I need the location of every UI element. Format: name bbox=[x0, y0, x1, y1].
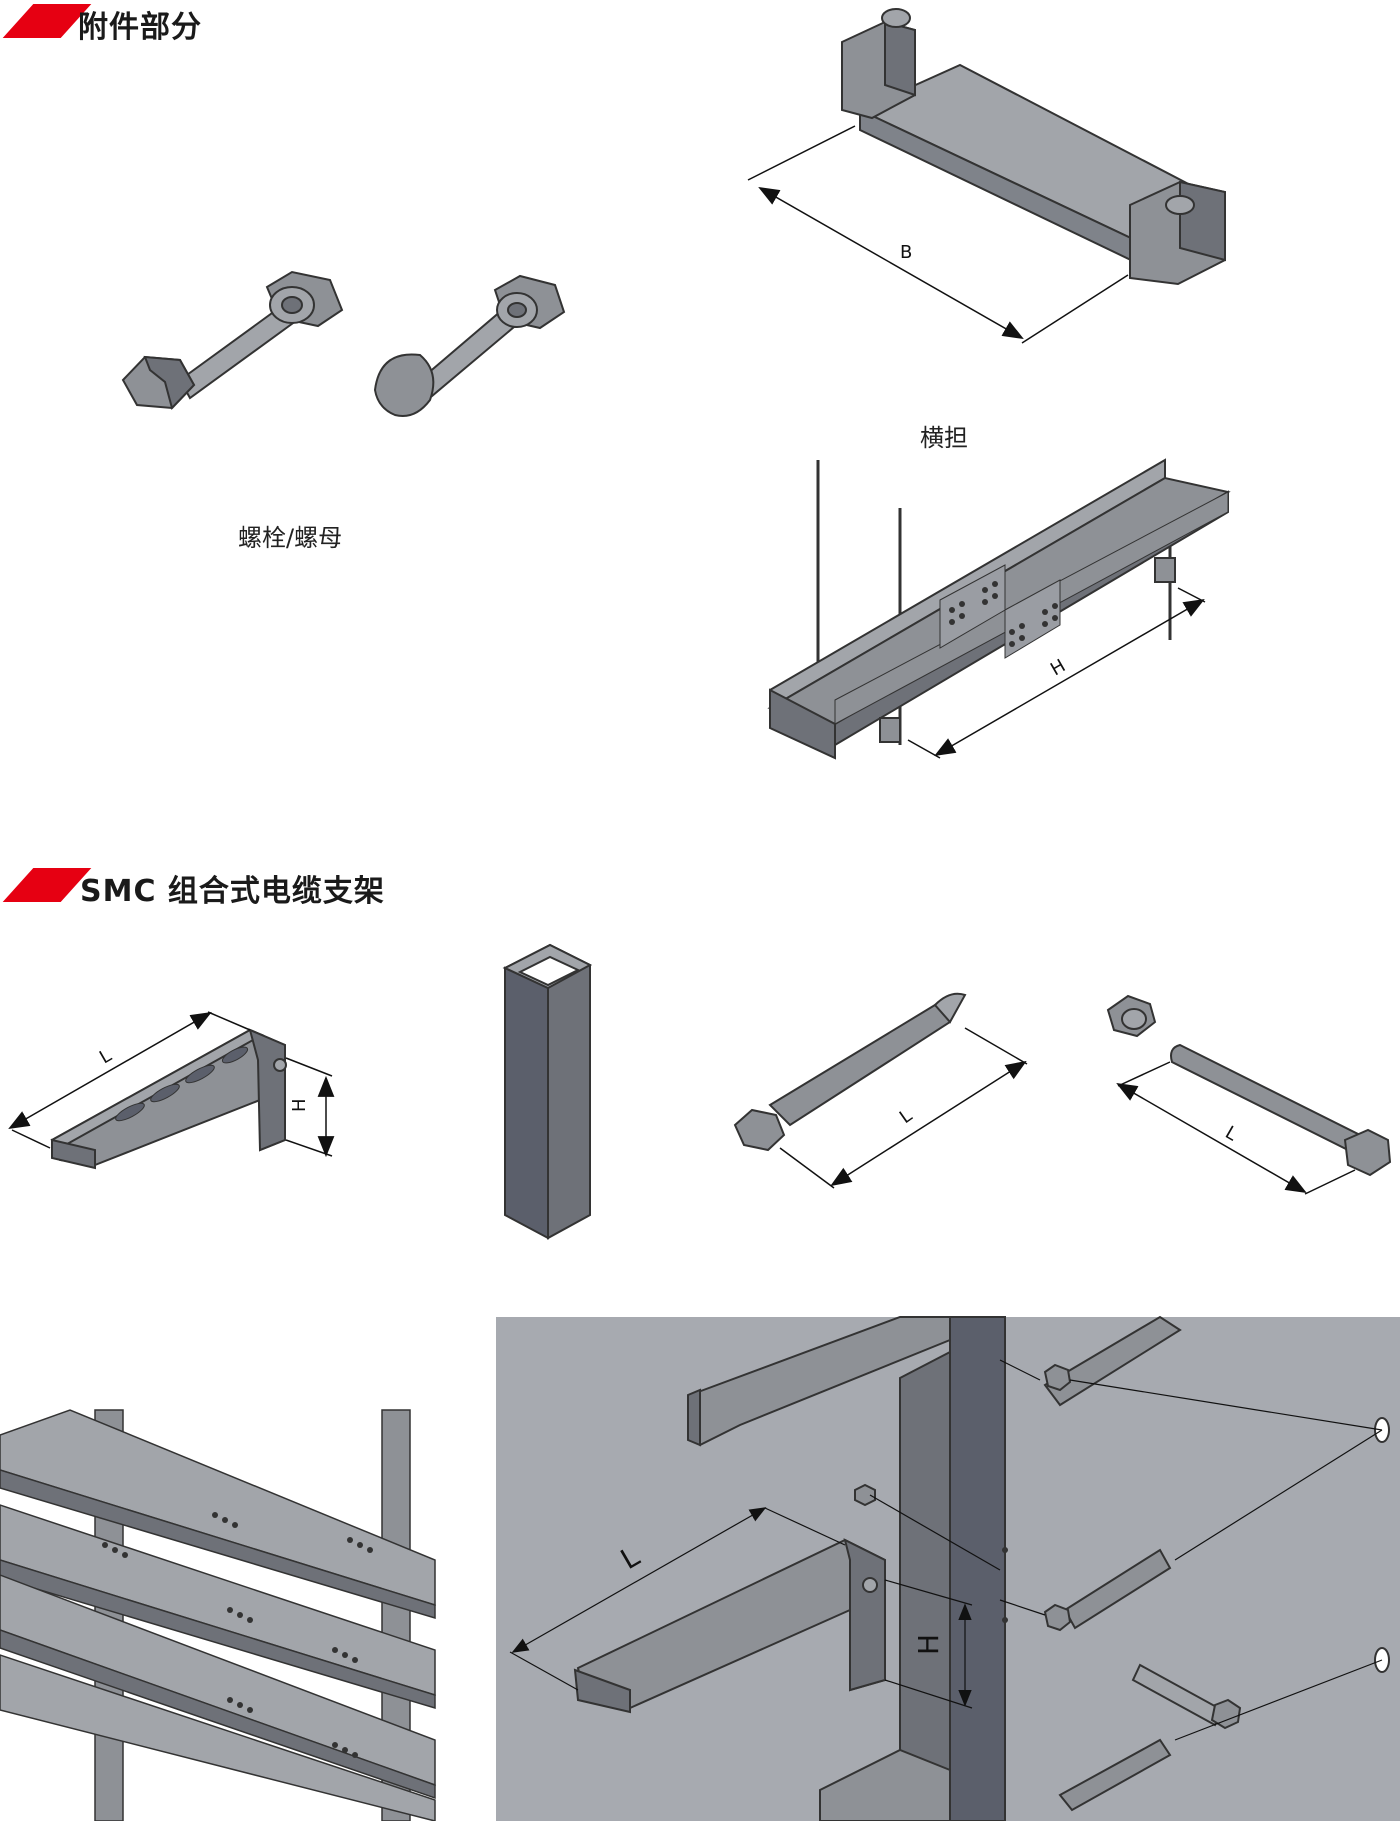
anchor-length-label: L bbox=[896, 1105, 916, 1128]
crossarm-width-dimension bbox=[747, 125, 1129, 344]
u-channel-column-drawing bbox=[502, 943, 593, 1240]
section-title-smc-bracket: SMC 组合式电缆支架 bbox=[80, 874, 385, 909]
bracket-dimensions bbox=[8, 1011, 335, 1158]
caption-bolt-nut: 螺栓/螺母 bbox=[238, 524, 343, 552]
dome-bolt-drawing bbox=[373, 274, 566, 417]
exploded-view-panel bbox=[496, 1315, 1400, 1821]
bolt-length-dimension bbox=[1116, 1061, 1356, 1195]
assembly-hole-pattern bbox=[102, 1512, 373, 1758]
hex-bolt-drawing bbox=[121, 270, 344, 410]
assembly-height-label: H bbox=[912, 1634, 945, 1655]
caption-crossarm: 横担 bbox=[920, 424, 968, 452]
bracket-length-label: L bbox=[96, 1045, 115, 1068]
crossarm-drawing bbox=[841, 8, 1226, 286]
dimension-label-h: H bbox=[1047, 655, 1069, 680]
dimension-label-b: B bbox=[900, 242, 912, 263]
tray-height-dimension bbox=[907, 587, 1206, 759]
section-title-accessories: 附件部分 bbox=[78, 10, 202, 45]
bolt-length-label: L bbox=[1222, 1122, 1241, 1145]
bracket-height-label: H bbox=[289, 1098, 310, 1112]
cantilever-bracket-drawing bbox=[50, 1028, 287, 1170]
expansion-anchor-drawing bbox=[733, 992, 967, 1152]
smc-bolt-drawing bbox=[1106, 994, 1392, 1177]
cable-tray-drawing bbox=[767, 458, 1231, 760]
anchor-length-dimension bbox=[779, 1027, 1028, 1189]
installed-tray-assembly bbox=[0, 1409, 436, 1821]
